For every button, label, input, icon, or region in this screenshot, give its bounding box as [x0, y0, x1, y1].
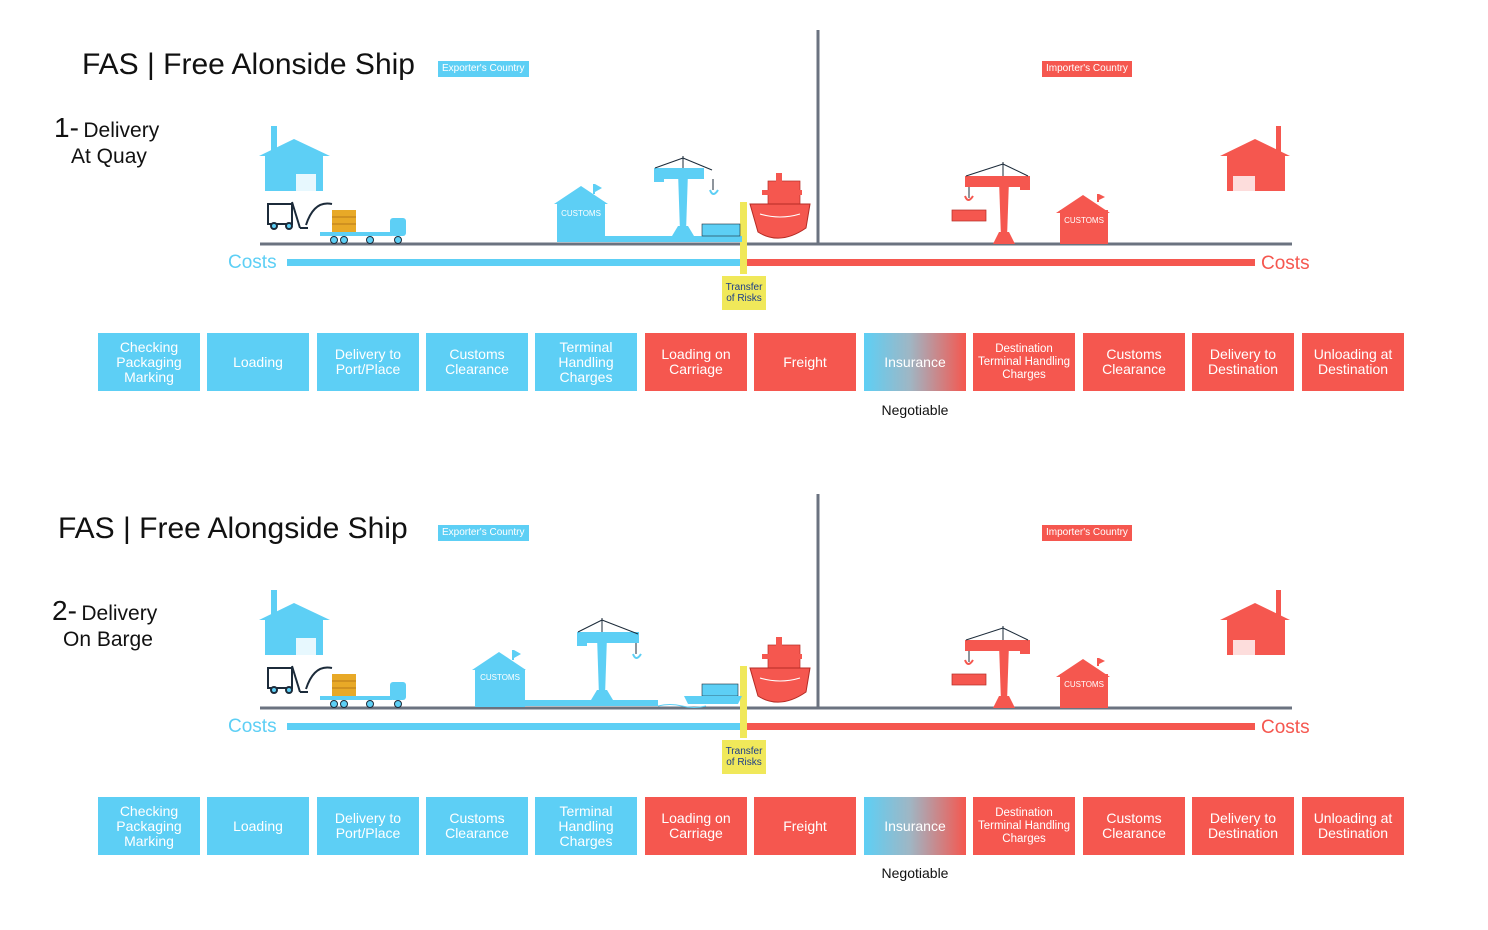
scenario-line-2: On Barge	[63, 628, 153, 651]
transfer-of-risks-label: Transfer of Risks	[722, 740, 766, 774]
scenario-line-1: Delivery	[81, 602, 158, 625]
importer-cost-bar	[745, 259, 1255, 266]
scenario-subtitle: 2- Delivery On Barge	[52, 597, 158, 652]
negotiable-label: Negotiable	[881, 402, 949, 418]
importer-costs-label: Costs	[1261, 717, 1310, 738]
cost-box-checking: Checking Packaging Marking	[98, 333, 200, 391]
importer-container-icon	[951, 209, 987, 222]
importer-country-tag: Importer's Country	[1042, 525, 1132, 541]
cost-box-loading-on-carriage: Loading on Carriage	[645, 333, 747, 391]
scenario-line-1: Delivery	[83, 119, 160, 142]
barge-icon	[657, 683, 742, 708]
exporter-country-tag: Exporter's Country	[438, 61, 529, 77]
truck-with-cargo-icon	[320, 674, 406, 708]
exporter-customs-building-icon: CUSTOMS	[472, 650, 526, 707]
cost-box-checking: Checking Packaging Marking	[98, 797, 200, 855]
importer-crane-icon	[964, 626, 1030, 708]
cost-box-delivery-to-port: Delivery to Port/Place	[317, 333, 419, 391]
cost-box-loading-on-carriage: Loading on Carriage	[645, 797, 747, 855]
exporter-factory-icon	[259, 590, 330, 655]
cost-box-terminal-handling: Terminal Handling Charges	[535, 797, 637, 855]
importer-costs-label: Costs	[1261, 253, 1310, 274]
quay-platform	[557, 236, 742, 242]
forklift-icon	[267, 665, 333, 694]
cost-box-unloading: Unloading at Destination	[1302, 797, 1404, 855]
svg-text:CUSTOMS: CUSTOMS	[1064, 216, 1104, 225]
importer-customs-building-icon: CUSTOMS	[1056, 658, 1110, 708]
importer-crane-icon	[964, 162, 1030, 244]
ship-icon	[749, 637, 811, 703]
cost-box-loading: Loading	[207, 797, 309, 855]
cost-box-delivery-to-destination: Delivery to Destination	[1192, 797, 1294, 855]
ship-icon	[749, 173, 811, 239]
panel-1-illustration: CUSTOMS	[259, 30, 1292, 274]
importer-container-icon	[951, 673, 987, 686]
exporter-country-tag: Exporter's Country	[438, 525, 529, 541]
cost-box-delivery-to-port: Delivery to Port/Place	[317, 797, 419, 855]
negotiable-label: Negotiable	[881, 865, 949, 881]
importer-country-tag: Importer's Country	[1042, 61, 1132, 77]
cost-box-freight: Freight	[754, 797, 856, 855]
importer-customs-building-icon: CUSTOMS	[1056, 194, 1110, 244]
scenario-line-2: At Quay	[71, 145, 147, 168]
quay-platform	[475, 700, 658, 706]
risk-transfer-line	[740, 202, 747, 274]
exporter-costs-label: Costs	[228, 716, 277, 737]
page-title: FAS | Free Alongside Ship	[58, 512, 408, 545]
container-icon	[701, 223, 741, 237]
svg-text:CUSTOMS: CUSTOMS	[561, 209, 601, 218]
page-title: FAS | Free Alonside Ship	[82, 48, 415, 81]
exporter-costs-label: Costs	[228, 252, 277, 273]
exporter-cost-bar	[287, 259, 745, 266]
cost-box-loading: Loading	[207, 333, 309, 391]
truck-with-cargo-icon	[320, 210, 406, 244]
exporter-crane-icon	[654, 156, 719, 236]
scenario-subtitle: 1- Delivery At Quay	[54, 114, 160, 169]
risk-transfer-line	[740, 666, 747, 738]
cost-box-import-customs: Customs Clearance	[1083, 333, 1185, 391]
cost-box-destination-terminal: Destination Terminal Handling Charges	[973, 333, 1075, 391]
svg-text:CUSTOMS: CUSTOMS	[480, 673, 520, 682]
exporter-factory-icon	[259, 126, 330, 191]
exporter-cost-bar	[287, 723, 745, 730]
cost-box-insurance: Insurance	[864, 333, 966, 391]
cost-box-unloading: Unloading at Destination	[1302, 333, 1404, 391]
importer-factory-icon	[1220, 590, 1290, 655]
panel-on-barge: CUSTOMS	[0, 464, 1488, 929]
forklift-icon	[267, 201, 333, 230]
cost-box-freight: Freight	[754, 333, 856, 391]
cost-box-delivery-to-destination: Delivery to Destination	[1192, 333, 1294, 391]
importer-factory-icon	[1220, 126, 1290, 191]
scenario-number: 1-	[54, 112, 79, 143]
cost-box-terminal-handling: Terminal Handling Charges	[535, 333, 637, 391]
cost-box-destination-terminal: Destination Terminal Handling Charges	[973, 797, 1075, 855]
cost-box-insurance: Insurance	[864, 797, 966, 855]
cost-box-export-customs: Customs Clearance	[426, 797, 528, 855]
cost-box-export-customs: Customs Clearance	[426, 333, 528, 391]
panel-2-illustration: CUSTOMS	[259, 494, 1292, 738]
scenario-number: 2-	[52, 595, 77, 626]
transfer-of-risks-label: Transfer of Risks	[722, 276, 766, 310]
exporter-customs-building-icon: CUSTOMS	[554, 184, 608, 241]
svg-text:CUSTOMS: CUSTOMS	[1064, 680, 1104, 689]
exporter-crane-icon	[577, 618, 642, 700]
importer-cost-bar	[745, 723, 1255, 730]
cost-box-import-customs: Customs Clearance	[1083, 797, 1185, 855]
panel-at-quay: CUSTOMS	[54, 30, 1404, 418]
